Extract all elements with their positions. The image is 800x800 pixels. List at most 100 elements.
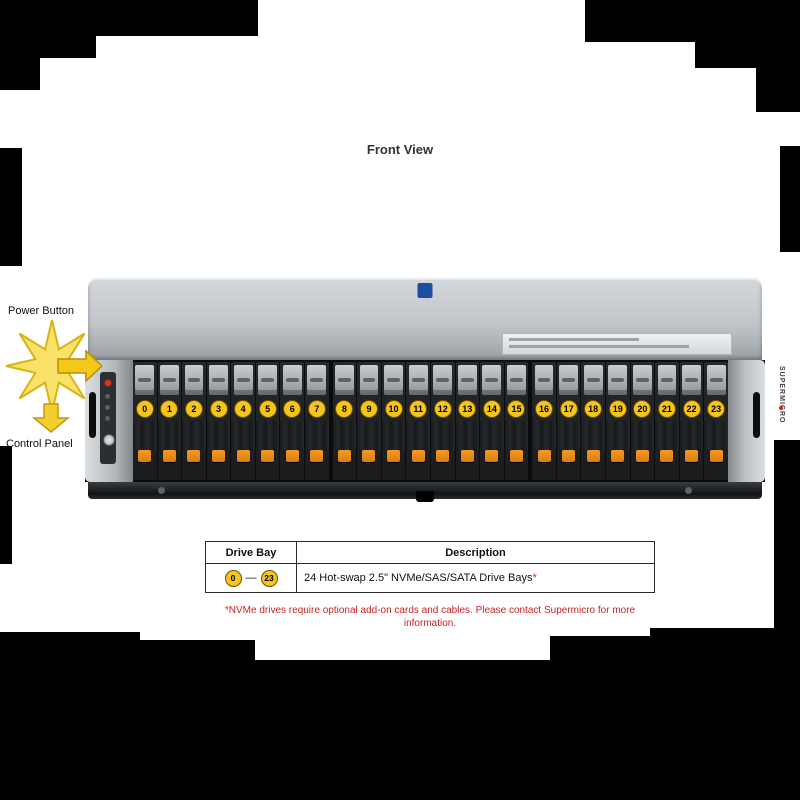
drive-bay[interactable]: 4	[231, 362, 255, 480]
drive-bay[interactable]: 13	[455, 362, 480, 480]
drive-tray-handle[interactable]	[608, 365, 628, 395]
mounting-slot	[89, 392, 96, 438]
drive-tray-handle[interactable]	[233, 365, 253, 395]
drive-tray-handle[interactable]	[282, 365, 302, 395]
drive-release-latch[interactable]	[187, 450, 201, 462]
drive-tray-handle[interactable]	[482, 365, 502, 395]
drive-tray-handle[interactable]	[632, 365, 652, 395]
drive-number-badge: 20	[633, 400, 652, 418]
drive-tray-handle[interactable]	[209, 365, 228, 395]
drive-bay[interactable]: 20	[630, 362, 655, 480]
drive-number-badge: 0	[135, 400, 154, 418]
drive-tray-handle[interactable]	[359, 365, 379, 395]
drive-tray	[704, 421, 728, 450]
description-text: 24 Hot-swap 2.5" NVMe/SAS/SATA Drive Bay…	[304, 572, 533, 584]
drive-release-latch[interactable]	[162, 450, 176, 462]
drive-tray-handle[interactable]	[384, 365, 403, 395]
brand-accent-dot	[779, 406, 783, 410]
drive-number-badge: 17	[559, 400, 578, 418]
drive-release-latch[interactable]	[261, 450, 275, 462]
drive-bay[interactable]: 19	[605, 362, 630, 480]
drive-bay[interactable]: 8	[332, 362, 357, 480]
drive-release-latch[interactable]	[509, 450, 523, 462]
drive-bay[interactable]: 12	[430, 362, 455, 480]
drive-tray-handle[interactable]	[682, 365, 701, 395]
drive-tray	[157, 421, 182, 450]
drive-tray-handle[interactable]	[334, 365, 354, 395]
drive-bay[interactable]: 21	[655, 362, 679, 480]
drive-release-latch[interactable]	[660, 450, 674, 462]
drive-tray	[581, 421, 605, 450]
drive-bay[interactable]: 16	[532, 362, 556, 480]
drive-tray-handle[interactable]	[135, 365, 155, 395]
drive-tray-handle[interactable]	[433, 365, 453, 395]
drive-tray-handle[interactable]	[408, 365, 428, 395]
drive-number-badge: 6	[283, 400, 302, 418]
drive-release-latch[interactable]	[611, 450, 625, 462]
drive-tray-handle[interactable]	[706, 365, 726, 395]
drive-release-latch[interactable]	[212, 450, 226, 462]
drive-bay[interactable]: 10	[381, 362, 406, 480]
drive-tray-handle[interactable]	[534, 365, 554, 395]
drive-release-latch[interactable]	[310, 450, 324, 462]
drive-tray	[231, 421, 255, 450]
drive-tray-handle[interactable]	[559, 365, 579, 395]
drive-tray-handle[interactable]	[307, 365, 327, 395]
drive-bay[interactable]: 0	[133, 362, 157, 480]
drive-bay[interactable]: 9	[357, 362, 381, 480]
drive-bay[interactable]: 5	[255, 362, 280, 480]
drive-number-badge: 1	[160, 400, 179, 418]
drive-release-latch[interactable]	[460, 450, 474, 462]
drive-tray-handle[interactable]	[657, 365, 677, 395]
drive-tray-handle[interactable]	[184, 365, 204, 395]
drive-tray-handle[interactable]	[507, 365, 526, 395]
drive-bay[interactable]: 3	[206, 362, 231, 480]
drive-bay[interactable]: 14	[480, 362, 504, 480]
drive-number-badge: 7	[307, 400, 326, 418]
drive-tray-handle[interactable]	[258, 365, 278, 395]
power-led	[105, 380, 111, 386]
drive-release-latch[interactable]	[685, 450, 698, 462]
drive-release-latch[interactable]	[285, 450, 299, 462]
drive-bay[interactable]: 1	[157, 362, 182, 480]
drive-release-latch[interactable]	[485, 450, 499, 462]
power-button[interactable]	[103, 434, 115, 446]
drive-tray	[182, 421, 206, 450]
drive-bay[interactable]: 15	[504, 362, 529, 480]
footnote-text: *NVMe drives require optional add-on car…	[224, 605, 636, 629]
drive-bay[interactable]: 7	[305, 362, 329, 480]
drive-tray	[255, 421, 280, 450]
drive-release-latch[interactable]	[586, 450, 600, 462]
drive-release-latch[interactable]	[635, 450, 649, 462]
drive-bay[interactable]: 17	[556, 362, 581, 480]
drive-release-latch[interactable]	[709, 450, 723, 462]
drive-release-latch[interactable]	[411, 450, 425, 462]
drive-release-latch[interactable]	[138, 450, 152, 462]
drive-release-latch[interactable]	[362, 450, 376, 462]
drive-release-latch[interactable]	[436, 450, 450, 462]
drive-release-latch[interactable]	[537, 450, 551, 462]
drive-tray	[357, 421, 381, 450]
chassis-top-bezel	[88, 278, 762, 362]
drive-release-latch[interactable]	[562, 450, 576, 462]
drive-bay[interactable]: 2	[182, 362, 206, 480]
model-label-sticker	[502, 333, 732, 355]
drive-tray-handle[interactable]	[159, 365, 179, 395]
drive-bay[interactable]: 6	[280, 362, 305, 480]
drive-bay[interactable]: 11	[406, 362, 430, 480]
drive-bay[interactable]: 23	[704, 362, 728, 480]
drive-bay[interactable]: 18	[581, 362, 605, 480]
footnote-marker: *	[532, 572, 537, 584]
drive-tray	[206, 421, 231, 450]
brand-text: SUPERMICRO	[778, 366, 785, 424]
drive-tray-handle[interactable]	[457, 365, 477, 395]
drive-release-latch[interactable]	[236, 450, 250, 462]
drive-bay[interactable]: 22	[679, 362, 704, 480]
table-row: 0—23 24 Hot-swap 2.5" NVMe/SAS/SATA Driv…	[205, 563, 655, 593]
drive-number-badge: 10	[384, 400, 403, 418]
drive-release-latch[interactable]	[337, 450, 351, 462]
drive-tray-handle[interactable]	[583, 365, 603, 395]
drive-tray	[605, 421, 630, 450]
drive-release-latch[interactable]	[387, 450, 401, 462]
